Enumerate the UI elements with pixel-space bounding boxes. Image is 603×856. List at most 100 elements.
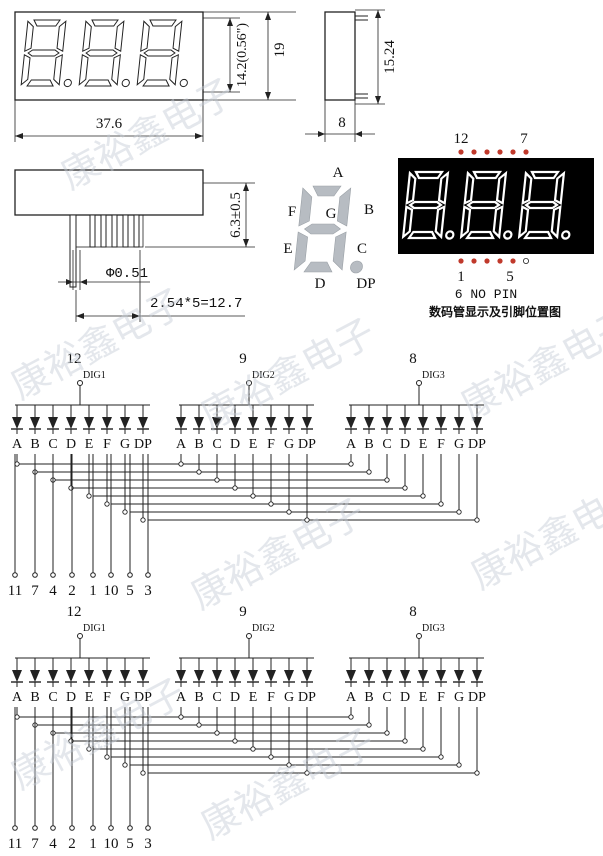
segment-label: G [284, 437, 294, 452]
segment-label: A [176, 437, 187, 452]
diode-symbol [436, 670, 446, 682]
pin-dot-top [497, 149, 503, 155]
junction [140, 517, 146, 523]
watermark-text: 康裕鑫电子 [464, 470, 603, 598]
junction [178, 714, 184, 720]
segment-g [303, 223, 341, 235]
segment-g [408, 200, 443, 210]
diode-symbol [436, 417, 446, 429]
legend-label-d: D [315, 276, 326, 292]
junction [384, 477, 390, 483]
segment-g [143, 49, 176, 57]
segment-a [33, 19, 61, 27]
segment-label: E [85, 690, 94, 705]
segment-c [332, 231, 347, 271]
digit-pin-number: 8 [409, 351, 417, 367]
bottom-pin-terminal [12, 572, 18, 578]
bottom-pin-number: 3 [144, 583, 152, 599]
pin-dot-top [484, 149, 490, 155]
diode-symbol [194, 670, 204, 682]
width-dimension-label: 37.6 [96, 116, 123, 132]
diode-symbol [138, 670, 148, 682]
junction [304, 517, 310, 523]
diode-symbol [30, 417, 40, 429]
junction [104, 501, 110, 507]
front-view: 37.6 14.2(0.56") 19 [14, 11, 296, 142]
segment-d [523, 230, 553, 240]
junction [86, 746, 92, 752]
diode-symbol [102, 417, 112, 429]
bottom-pin-number: 10 [104, 836, 119, 852]
pin-dot-bottom [510, 258, 516, 264]
junction [196, 722, 202, 728]
segment-g [27, 49, 60, 57]
diode-symbol [84, 670, 94, 682]
pin-position-view: 12 7 1 5 6 NO PIN 数码管显示及引脚位置图 [398, 131, 594, 319]
digit-label: DIG1 [83, 370, 106, 381]
pin-leg [122, 214, 129, 248]
decimal-point [179, 78, 188, 88]
diode-symbol [212, 670, 222, 682]
diode-symbol [346, 670, 356, 682]
segment-d [303, 261, 333, 273]
diode-symbol [66, 417, 76, 429]
segment-g [524, 200, 559, 210]
segment-label: G [454, 690, 464, 705]
segment-label: F [103, 690, 111, 705]
bottom-pin-number: 5 [126, 583, 134, 599]
segment-label: F [103, 437, 111, 452]
segment-b [114, 20, 125, 53]
bottom-pin-terminal [108, 572, 114, 578]
diode-symbol [284, 670, 294, 682]
bottom-pin-number: 5 [126, 836, 134, 852]
bottom-pin-terminal [69, 572, 75, 578]
bottom-pin-number: 10 [104, 583, 119, 599]
segment-label: B [364, 690, 373, 705]
junction [232, 485, 238, 491]
junction [122, 762, 128, 768]
diode-symbol [400, 417, 410, 429]
junction [250, 746, 256, 752]
segment-label: B [30, 690, 39, 705]
bottom-pin-terminal [32, 825, 38, 831]
segment-label: A [346, 690, 357, 705]
segment-label: E [419, 690, 428, 705]
bottom-pin-number: 2 [68, 583, 76, 599]
bottom-pin-terminal [12, 825, 18, 831]
segment-c [492, 205, 504, 240]
segment-label: B [364, 437, 373, 452]
watermark-text: 康裕鑫电子 [184, 490, 372, 618]
segment-f [24, 20, 34, 53]
diode-symbol [194, 417, 204, 429]
diode-symbol [48, 417, 58, 429]
diode-symbol [230, 417, 240, 429]
diode-symbol [364, 417, 374, 429]
digit-pin-number: 9 [239, 604, 247, 620]
front-digit-3 [136, 19, 188, 88]
watermark-text: 康裕鑫电子 [194, 720, 382, 848]
junction [214, 477, 220, 483]
pin-leg [111, 214, 118, 248]
junction [268, 501, 274, 507]
decimal-point [63, 78, 72, 88]
junction [366, 722, 372, 728]
digit-pin-number: 8 [409, 604, 417, 620]
diode-symbol [84, 417, 94, 429]
bottom-pin-terminal [145, 825, 151, 831]
diode-symbol [138, 417, 148, 429]
segment-label: C [48, 690, 57, 705]
segment-label: D [66, 690, 76, 705]
digit-label: DIG1 [83, 623, 106, 634]
segment-label: DP [298, 437, 316, 452]
diode-symbol [12, 670, 22, 682]
junction [456, 762, 462, 768]
legend-label-b: B [364, 202, 374, 218]
junction [268, 754, 274, 760]
bottom-view: 6.3±0.5 Φ0.51 2.54*5=12.7 [14, 169, 255, 322]
no-pin-note: 6 NO PIN [455, 287, 517, 302]
diode-symbol [102, 670, 112, 682]
segment-label: G [120, 690, 130, 705]
segment-label: E [249, 437, 258, 452]
junction [384, 730, 390, 736]
